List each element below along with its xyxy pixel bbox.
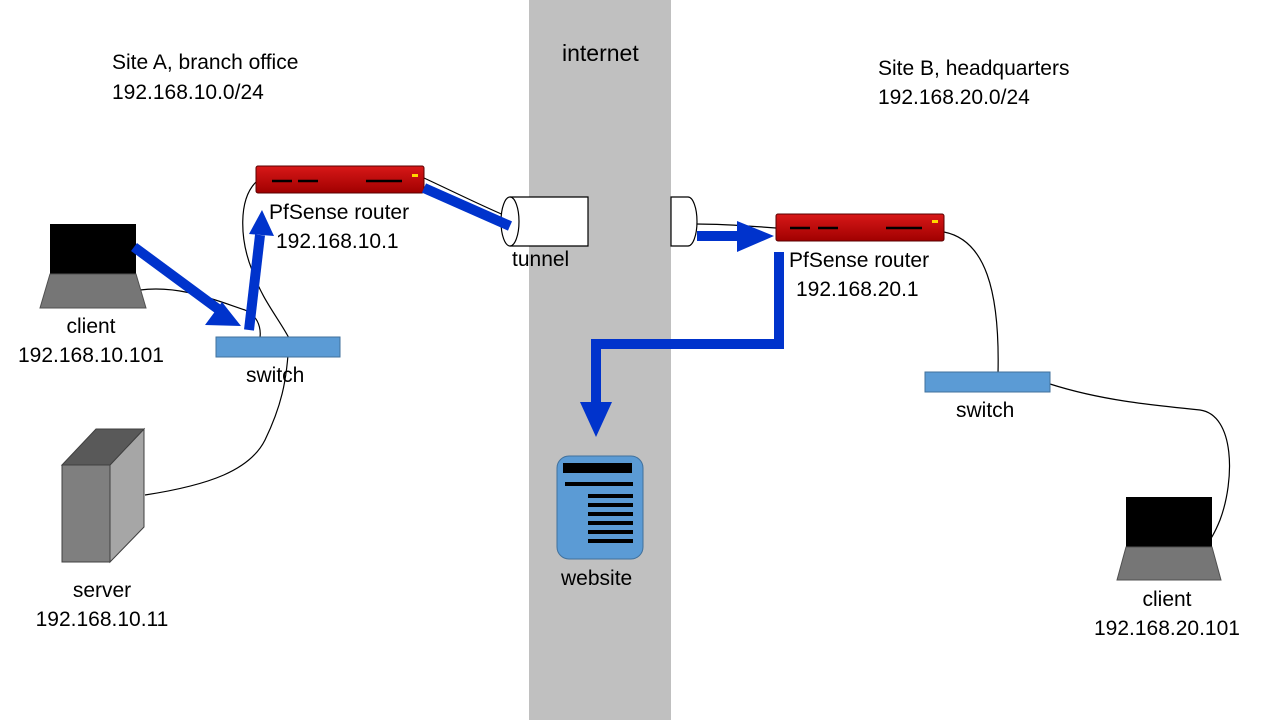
tunnel-right-segment — [670, 196, 698, 247]
router-b-device[interactable] — [775, 213, 945, 242]
cable-tunnel-router-b — [695, 223, 777, 229]
site-a-subnet: 192.168.10.0/24 — [112, 81, 264, 104]
switch-a-label: switch — [246, 364, 305, 387]
traffic-arrow-client-to-switch-shaft — [131, 242, 221, 314]
server-icon[interactable] — [60, 427, 146, 564]
switch-b-label: switch — [956, 399, 1015, 422]
traffic-path — [131, 183, 784, 437]
tunnel-left-segment — [510, 196, 589, 247]
site-b-subnet: 192.168.20.0/24 — [878, 86, 1030, 109]
client-a-name: client — [66, 315, 116, 338]
website-icon[interactable] — [556, 455, 644, 560]
site-b-heading: Site B, headquarters — [878, 57, 1070, 80]
cable-router-a-tunnel — [423, 177, 507, 217]
tunnel-label: tunnel — [512, 248, 570, 271]
laptop-a-icon[interactable] — [39, 224, 147, 309]
client-b-name: client — [1142, 588, 1192, 611]
router-a-ip: 192.168.10.1 — [276, 230, 399, 253]
switch-a-device[interactable] — [215, 336, 341, 358]
traffic-arrow-router-to-website-head — [580, 402, 612, 437]
router-b-ip: 192.168.20.1 — [796, 278, 919, 301]
website-label: website — [561, 567, 633, 590]
client-a-ip: 192.168.10.101 — [18, 344, 164, 367]
server-ip: 192.168.10.11 — [35, 608, 169, 631]
laptop-b-icon[interactable] — [1116, 497, 1222, 581]
cable-client-a-switch-a — [139, 288, 261, 346]
site-a-heading: Site A, branch office — [112, 51, 299, 74]
cable-server-switch-a — [144, 354, 289, 496]
cable-router-b-switch-b — [943, 231, 999, 375]
traffic-arrow-tunnel-to-router-head — [737, 221, 774, 252]
traffic-arrow-router-to-website-shaft — [591, 252, 784, 402]
traffic-arrow-router-to-tunnel — [421, 183, 513, 231]
traffic-arrow-switch-to-router-shaft — [244, 234, 265, 331]
traffic-arrow-switch-to-router-head — [249, 210, 274, 236]
switch-b-device[interactable] — [924, 371, 1051, 393]
router-a-name: PfSense router — [269, 201, 410, 224]
internet-label: internet — [562, 40, 639, 66]
traffic-arrow-client-to-switch-head — [205, 302, 241, 326]
router-b-name: PfSense router — [789, 249, 930, 272]
traffic-arrow-tunnel-to-router-shaft — [697, 231, 739, 241]
client-b-ip: 192.168.20.101 — [1094, 617, 1240, 640]
server-name: server — [72, 579, 132, 602]
router-a-device[interactable] — [255, 165, 425, 194]
